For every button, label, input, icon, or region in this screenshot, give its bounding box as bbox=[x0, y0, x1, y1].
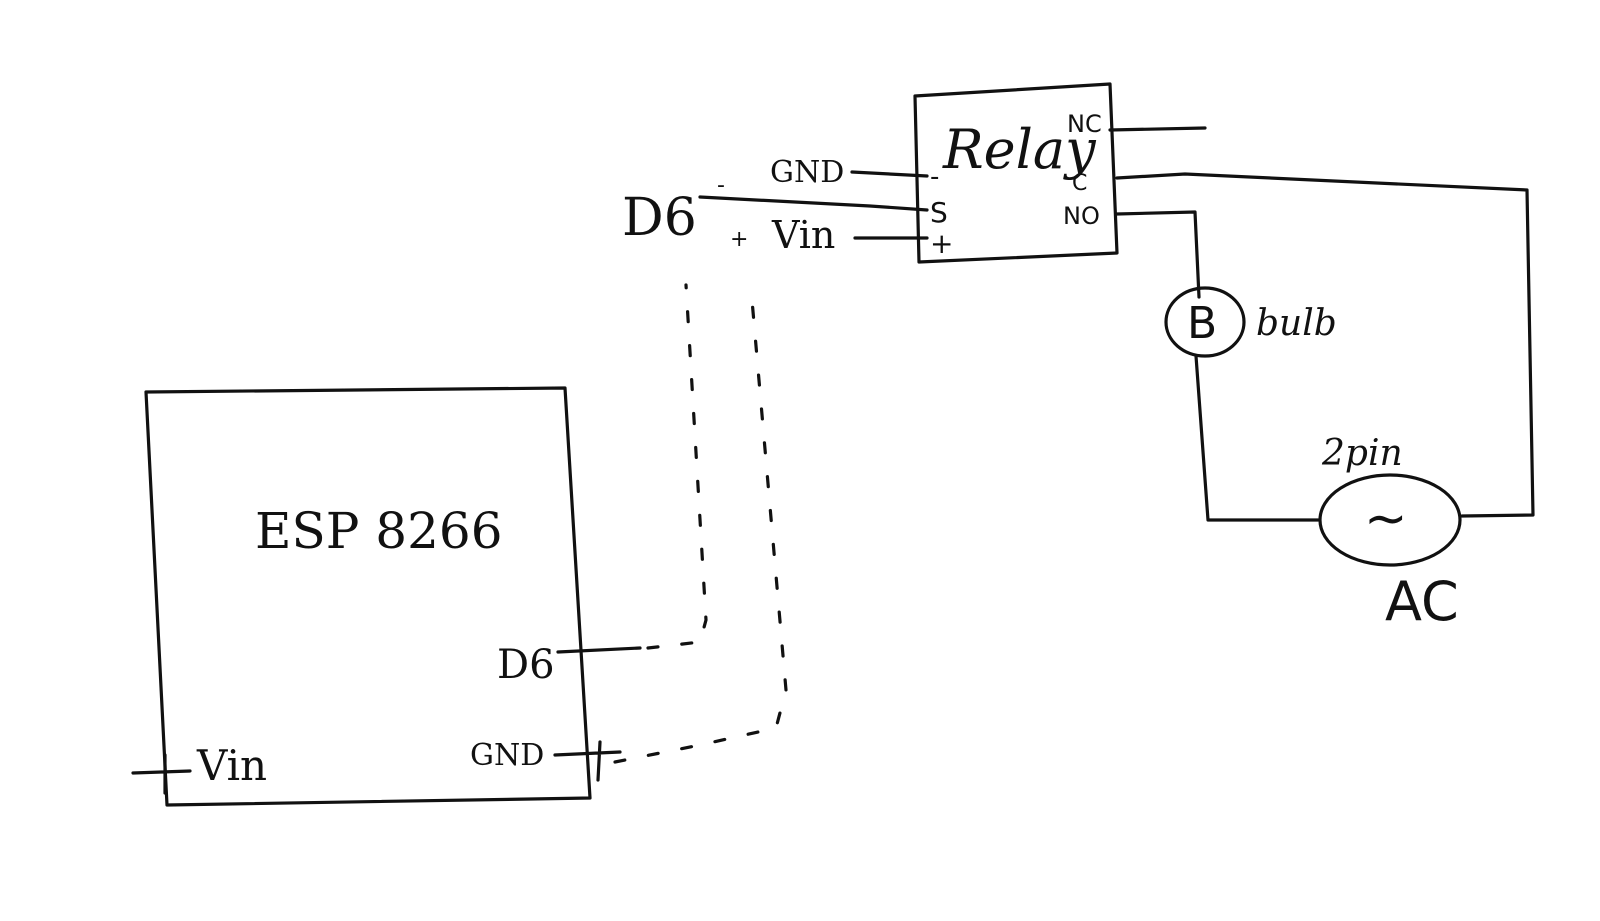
ac-top-label: 2pin bbox=[1321, 433, 1403, 474]
esp-vin-label: Vin bbox=[196, 741, 267, 790]
relay-no-wire bbox=[1115, 210, 1201, 299]
esp-gnd-label: GND bbox=[470, 738, 544, 773]
relay-pin-s: S bbox=[930, 196, 948, 229]
relay-nc-wire bbox=[1108, 126, 1207, 132]
wire-minus-mark: - bbox=[717, 173, 725, 198]
relay-title: Relay bbox=[942, 118, 1097, 181]
esp-d6-label: D6 bbox=[497, 642, 555, 688]
esp8266-board bbox=[144, 386, 592, 807]
ac-symbol: ~ bbox=[1364, 489, 1408, 549]
relay-pin-plus: + bbox=[930, 227, 953, 260]
esp8266-title: ESP 8266 bbox=[255, 502, 503, 560]
ac-source-circle bbox=[1318, 473, 1462, 567]
relay-pin-nc: NC bbox=[1067, 110, 1102, 138]
relay-signal-wire bbox=[698, 195, 929, 212]
ac-label: AC bbox=[1385, 570, 1459, 633]
wire-plus-mark: + bbox=[730, 227, 748, 252]
gnd-dashed-wire bbox=[613, 298, 788, 764]
relay-box bbox=[913, 82, 1119, 264]
bulb-symbol: B bbox=[1187, 298, 1217, 349]
esp-d6-pin-line bbox=[556, 646, 642, 654]
esp-vin-pin-line bbox=[131, 753, 192, 795]
bulb-circle bbox=[1164, 286, 1246, 358]
relay-pin-minus: - bbox=[930, 162, 939, 192]
relay-pin-c: C bbox=[1072, 171, 1087, 196]
wire-vin-label: Vin bbox=[771, 213, 835, 257]
relay-pin-no: NO bbox=[1063, 202, 1100, 230]
esp-gnd-pin-line bbox=[553, 740, 622, 782]
relay-c-wire bbox=[1115, 172, 1535, 518]
relay-gnd-wire bbox=[850, 170, 929, 178]
d6-dashed-wire bbox=[646, 283, 708, 650]
wire-d6-label: D6 bbox=[622, 188, 697, 248]
wire-gnd-label: GND bbox=[770, 155, 844, 190]
bulb-to-ac-wire bbox=[1194, 354, 1320, 522]
bulb-label: bulb bbox=[1256, 303, 1337, 344]
